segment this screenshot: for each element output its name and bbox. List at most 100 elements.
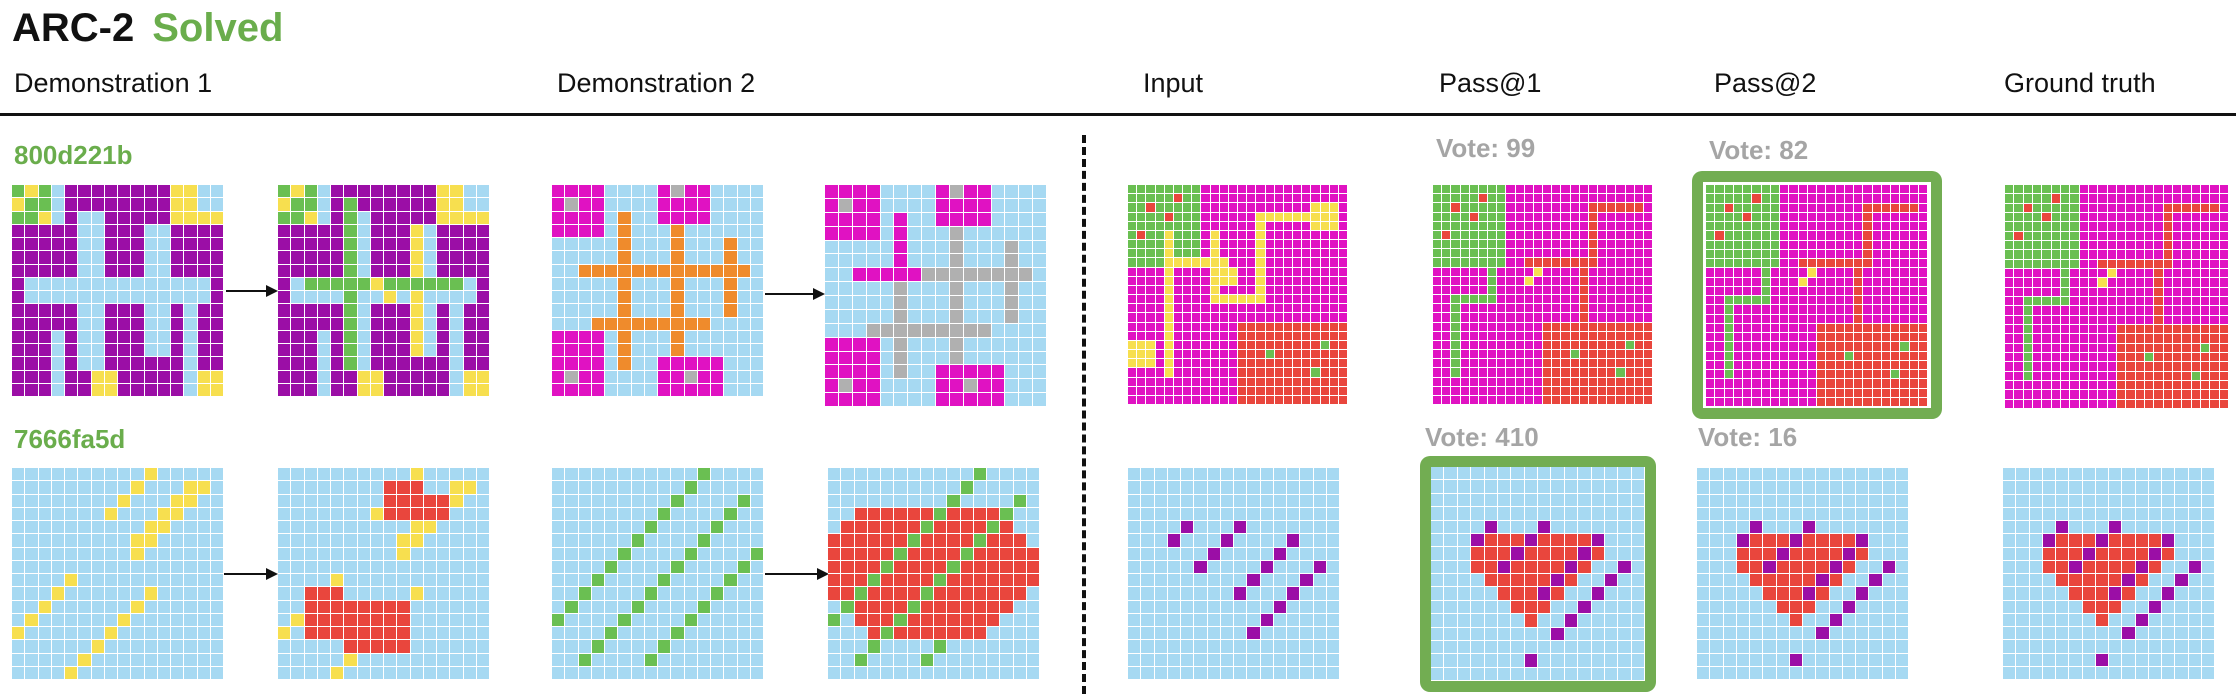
grid-cell <box>1220 666 1234 680</box>
grid-cell <box>1761 286 1771 296</box>
grid-cell <box>1265 304 1275 314</box>
grid-cell <box>1300 507 1314 521</box>
grid-cell <box>1856 534 1870 548</box>
grid-cell <box>825 268 839 283</box>
grid-cell <box>881 494 895 508</box>
grid-cell <box>1856 481 1870 495</box>
grid-cell <box>936 185 950 199</box>
grid-cell <box>1607 395 1617 405</box>
grid-cell <box>1863 222 1873 232</box>
grid-cell <box>1607 240 1617 250</box>
grid-cell <box>1219 395 1229 405</box>
grid-cell <box>1154 494 1168 508</box>
grid-cell <box>552 211 566 225</box>
grid-cell <box>1752 342 1762 352</box>
grid-cell <box>1247 295 1257 305</box>
grid-cell <box>697 587 711 601</box>
grid-cell <box>210 277 224 291</box>
grid-cell <box>618 627 632 641</box>
grid-cell <box>1005 296 1020 310</box>
grid-cell <box>1488 230 1498 240</box>
grid-cell <box>2098 222 2108 232</box>
grid-cell <box>2219 194 2229 204</box>
grid-cell <box>1733 203 1743 213</box>
grid-cell <box>131 494 145 508</box>
grid-cell <box>2182 278 2192 288</box>
grid-cell <box>1338 377 1348 387</box>
grid-cell <box>463 627 477 641</box>
grid-cell <box>987 574 1001 588</box>
grid-cell <box>724 521 738 535</box>
grid-cell <box>1137 386 1147 396</box>
grid-cell <box>1192 295 1202 305</box>
grid-cell <box>65 666 79 680</box>
grid-cell <box>317 251 331 265</box>
grid-cell <box>2005 352 2015 363</box>
grid-cell <box>1201 203 1211 213</box>
grid-cell <box>1561 258 1571 268</box>
grid-cell <box>2135 324 2145 335</box>
grid-cell <box>1433 230 1443 240</box>
grid-cell <box>854 547 868 561</box>
grid-cell <box>737 560 751 574</box>
grid-cell <box>1618 507 1632 521</box>
grid-cell <box>1598 295 1608 305</box>
grid-cell <box>65 344 79 358</box>
grid-cell <box>131 468 145 482</box>
grid-cell <box>2116 399 2127 409</box>
grid-cell <box>1715 370 1725 380</box>
grid-cell <box>2023 203 2033 213</box>
grid-cell <box>2088 371 2099 381</box>
grid-cell <box>1469 340 1479 350</box>
grid-cell <box>331 521 345 535</box>
grid-cell <box>1019 198 1034 213</box>
grid-cell <box>894 337 909 352</box>
grid-cell <box>1579 395 1589 405</box>
grid-cell <box>1826 185 1836 195</box>
grid-cell <box>1798 314 1808 324</box>
grid-cell <box>1247 494 1261 508</box>
grid-cell <box>828 481 842 495</box>
grid-cell <box>12 198 26 212</box>
grid-cell <box>2163 222 2173 232</box>
grid-cell <box>1579 249 1589 259</box>
grid-cell <box>991 268 1006 283</box>
grid-cell <box>1570 230 1580 240</box>
grid-cell <box>1033 351 1047 366</box>
grid-cell <box>278 238 292 252</box>
grid-cell <box>750 468 764 482</box>
grid-cell <box>947 640 961 654</box>
grid-cell <box>304 468 318 482</box>
grid-cell <box>51 185 65 199</box>
grid-cell <box>1736 468 1750 482</box>
grid-cell <box>1900 268 1910 278</box>
grid-cell <box>1625 212 1635 222</box>
grid-cell <box>131 521 145 535</box>
grid-cell <box>671 587 685 601</box>
grid-cell <box>1625 221 1635 231</box>
grid-cell <box>463 317 477 331</box>
grid-cell <box>1715 342 1725 352</box>
grid-cell <box>1313 613 1327 627</box>
grid-cell <box>1789 507 1803 521</box>
grid-cell <box>2060 287 2071 297</box>
grid-cell <box>2144 296 2155 307</box>
grid-cell <box>1543 249 1553 259</box>
grid-cell <box>1506 368 1516 378</box>
grid-cell <box>866 393 881 407</box>
grid-cell <box>671 264 685 278</box>
grid-cell <box>1909 388 1919 398</box>
grid-cell <box>423 494 437 508</box>
grid-cell <box>2079 222 2089 232</box>
grid-cell <box>1146 276 1156 286</box>
grid-cell <box>1533 258 1543 268</box>
grid-cell <box>118 211 132 225</box>
grid-cell <box>51 198 65 212</box>
grid-cell <box>12 640 26 654</box>
grid-cell <box>1013 627 1027 641</box>
grid-cell <box>12 370 26 384</box>
grid-cell <box>357 627 371 641</box>
grid-cell <box>1313 494 1327 508</box>
grid-cell <box>1863 203 1873 213</box>
grid-cell <box>1524 331 1534 341</box>
